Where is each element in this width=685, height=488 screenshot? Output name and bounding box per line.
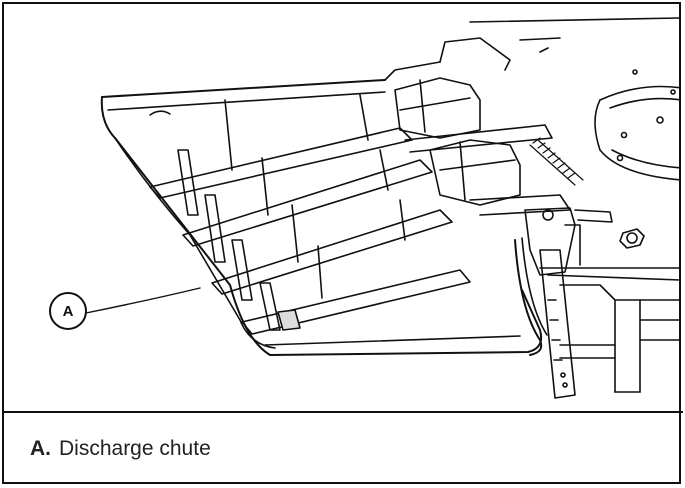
discharge-chute (100, 37, 543, 356)
callout-a-label: A (63, 303, 74, 320)
legend-letter: A. (30, 437, 51, 460)
legend-item-a: A. Discharge chute (30, 432, 211, 466)
mower-deck (469, 17, 681, 393)
hex-bolt (619, 228, 645, 249)
figure-frame (2, 2, 681, 484)
callout-a: A (49, 287, 201, 330)
chute-hinge-mechanism (394, 77, 613, 399)
legend-divider (2, 411, 683, 413)
mower-deck-illustration: A (4, 4, 681, 409)
legend-description: Discharge chute (59, 437, 211, 460)
